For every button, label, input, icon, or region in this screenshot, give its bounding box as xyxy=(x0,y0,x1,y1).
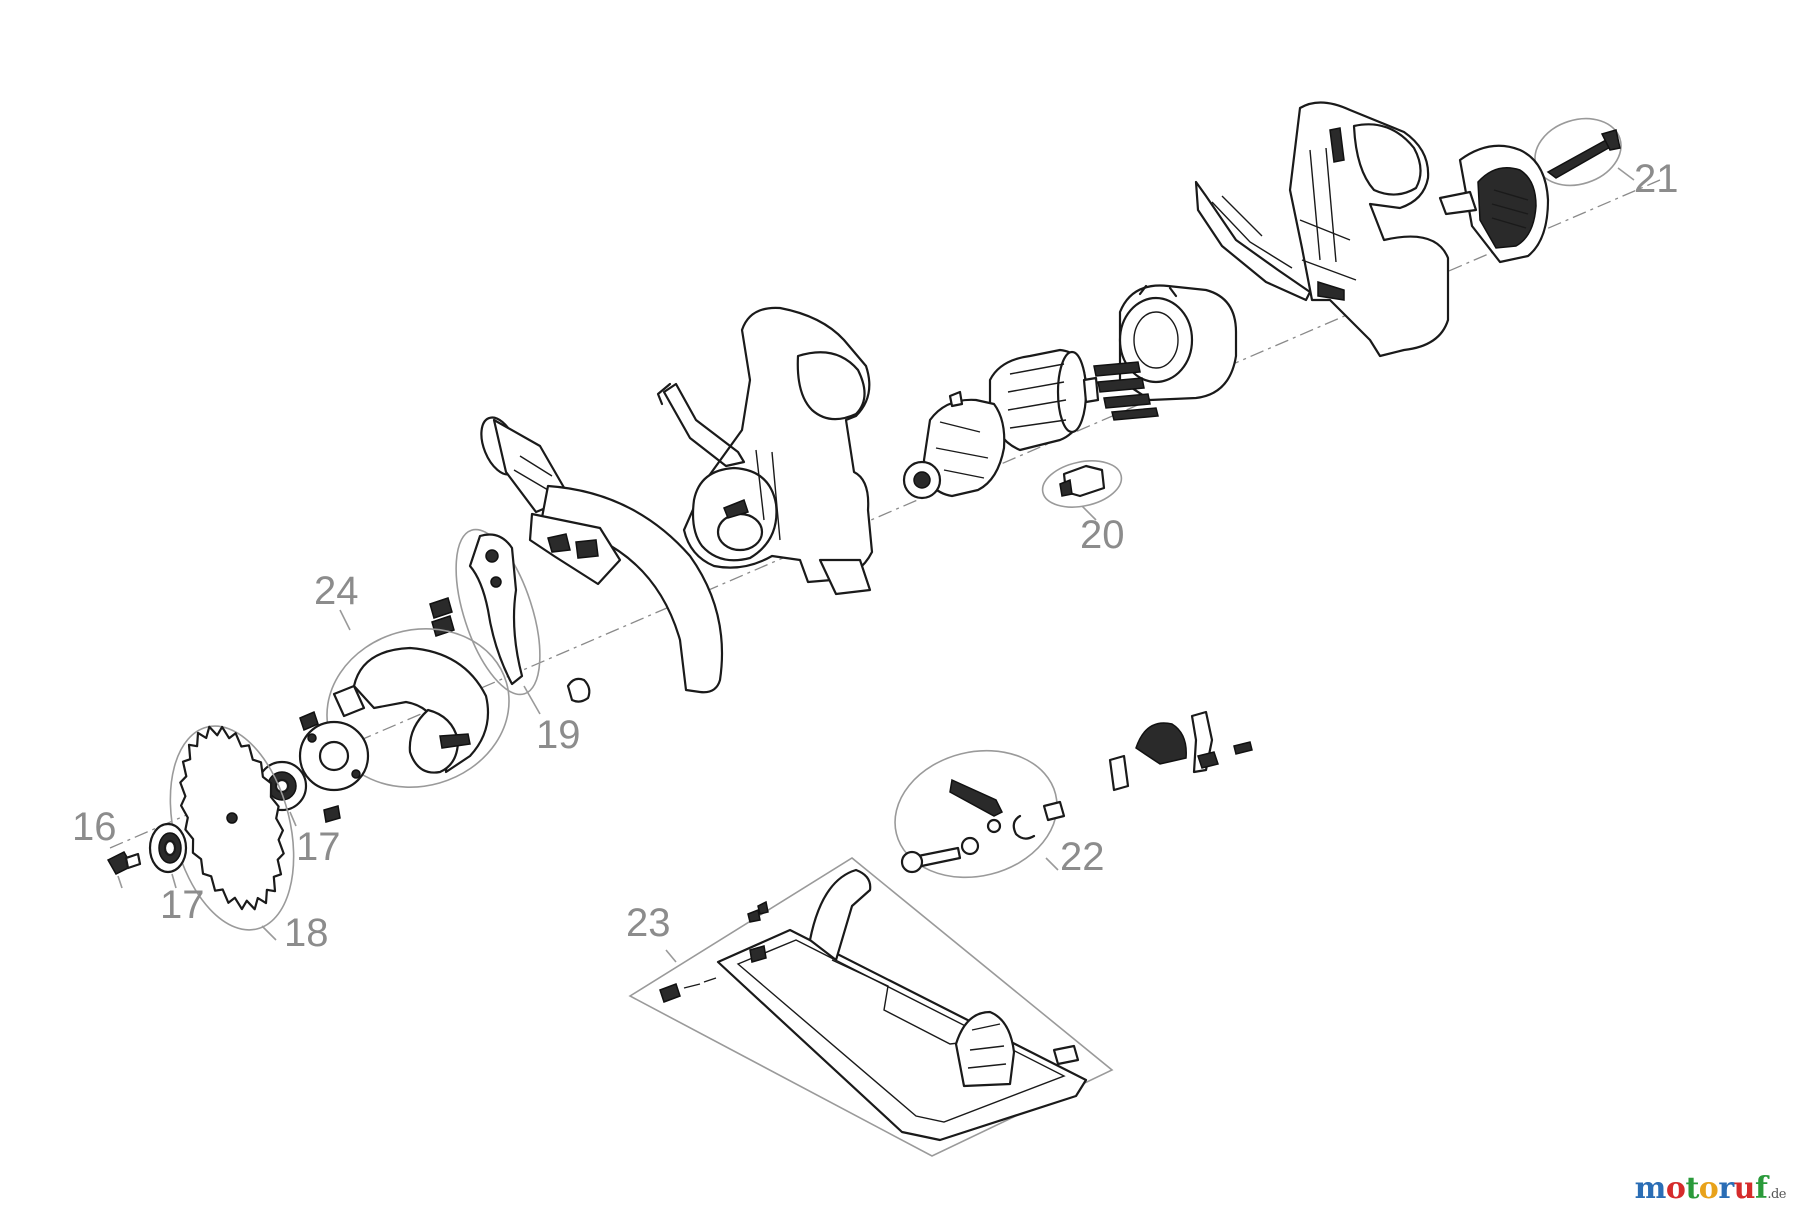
callout-16: 16 xyxy=(72,805,117,849)
motoruf-watermark-logo: motoruf.de xyxy=(1634,1171,1787,1206)
callout-17-upper: 17 xyxy=(296,825,341,869)
riving-knife-part xyxy=(455,528,541,715)
rear-housing-half-part xyxy=(1194,101,1450,358)
switch-part xyxy=(1041,460,1123,521)
callout-23: 23 xyxy=(626,901,671,945)
logo-letter: t xyxy=(1685,1171,1699,1206)
rear-end-cap-part xyxy=(1438,144,1550,264)
base-plate-part xyxy=(628,857,1114,1157)
outer-flange-part xyxy=(148,822,188,889)
logo-letter: o xyxy=(1665,1171,1686,1206)
logo-letter: u xyxy=(1733,1171,1756,1206)
callout-18: 18 xyxy=(284,911,329,955)
logo-letter: r xyxy=(1718,1171,1734,1206)
motor-field-housing-part xyxy=(1093,284,1238,421)
callout-22: 22 xyxy=(1060,835,1105,879)
bevel-lever-part xyxy=(894,749,1066,879)
blade-bolt-part xyxy=(106,851,142,889)
callout-24: 24 xyxy=(314,569,359,613)
logo-tld: .de xyxy=(1767,1187,1786,1202)
logo-letter: f xyxy=(1754,1171,1768,1206)
callout-20: 20 xyxy=(1080,513,1125,557)
logo-letter: o xyxy=(1698,1171,1719,1206)
flange-part xyxy=(298,710,370,823)
saw-blade-part xyxy=(169,725,295,941)
callout-21: 21 xyxy=(1634,157,1679,201)
logo-letter: m xyxy=(1634,1171,1667,1206)
upper-blade-guard-part xyxy=(480,416,724,694)
motor-armature-part xyxy=(902,348,1100,500)
lower-blade-guard-part xyxy=(326,609,510,788)
main-housing-part xyxy=(656,306,874,596)
callout-17-lower: 17 xyxy=(160,883,205,927)
depth-adjust-parts xyxy=(1108,710,1253,792)
callout-19: 19 xyxy=(536,713,581,757)
